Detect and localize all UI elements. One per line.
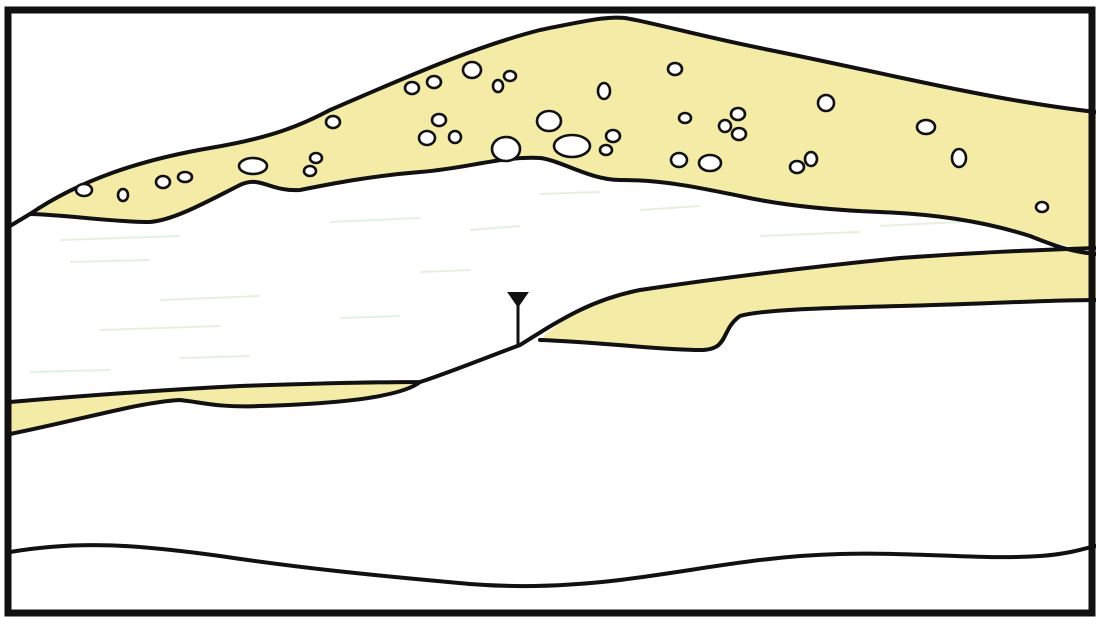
sand-lens-left (10, 382, 420, 432)
water-table-triangle-icon (509, 293, 527, 345)
